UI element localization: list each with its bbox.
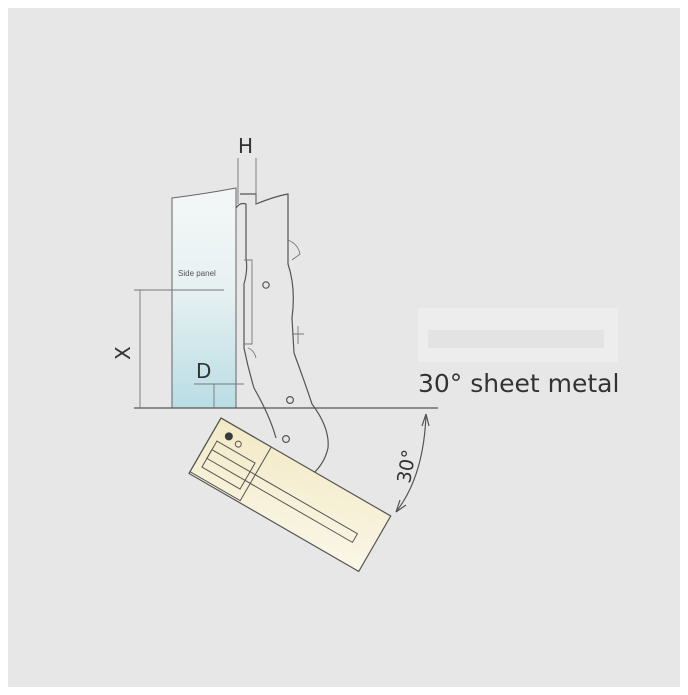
plate-edge [247,347,257,359]
door-slot-bracket [201,440,256,490]
x-dimension-label: X [111,346,135,360]
side-panel [171,187,237,409]
angle-arrow-top [421,413,430,427]
side-panel-label: Side panel [178,269,216,278]
angle-arc [395,413,427,513]
diagram-canvas: Side panel H X D 30° 30° sheet metal [8,8,680,687]
screw-hole [262,281,270,289]
angle-arrow-bottom [395,499,407,513]
hinge-knuckle [287,239,301,261]
adjustment-screw [292,326,304,344]
hinge-arm-outline [240,193,329,479]
hinge-cup [189,417,272,502]
mounting-plate [244,259,253,345]
d-dimension-label: D [196,359,211,383]
door [188,417,392,573]
blurred-text [428,330,604,348]
h-dimension-label: H [238,134,253,158]
angle-label: 30° [393,448,421,485]
pivot-hole-top [286,396,295,405]
door-screw-hole [234,440,242,448]
hinge-arm-inner [235,202,277,439]
door-screw [224,432,233,441]
hinge-diagram: Side panel H X D 30° 30° sheet metal [111,134,619,573]
pivot-hole-bottom [282,435,291,444]
caption: 30° sheet metal [418,369,619,398]
